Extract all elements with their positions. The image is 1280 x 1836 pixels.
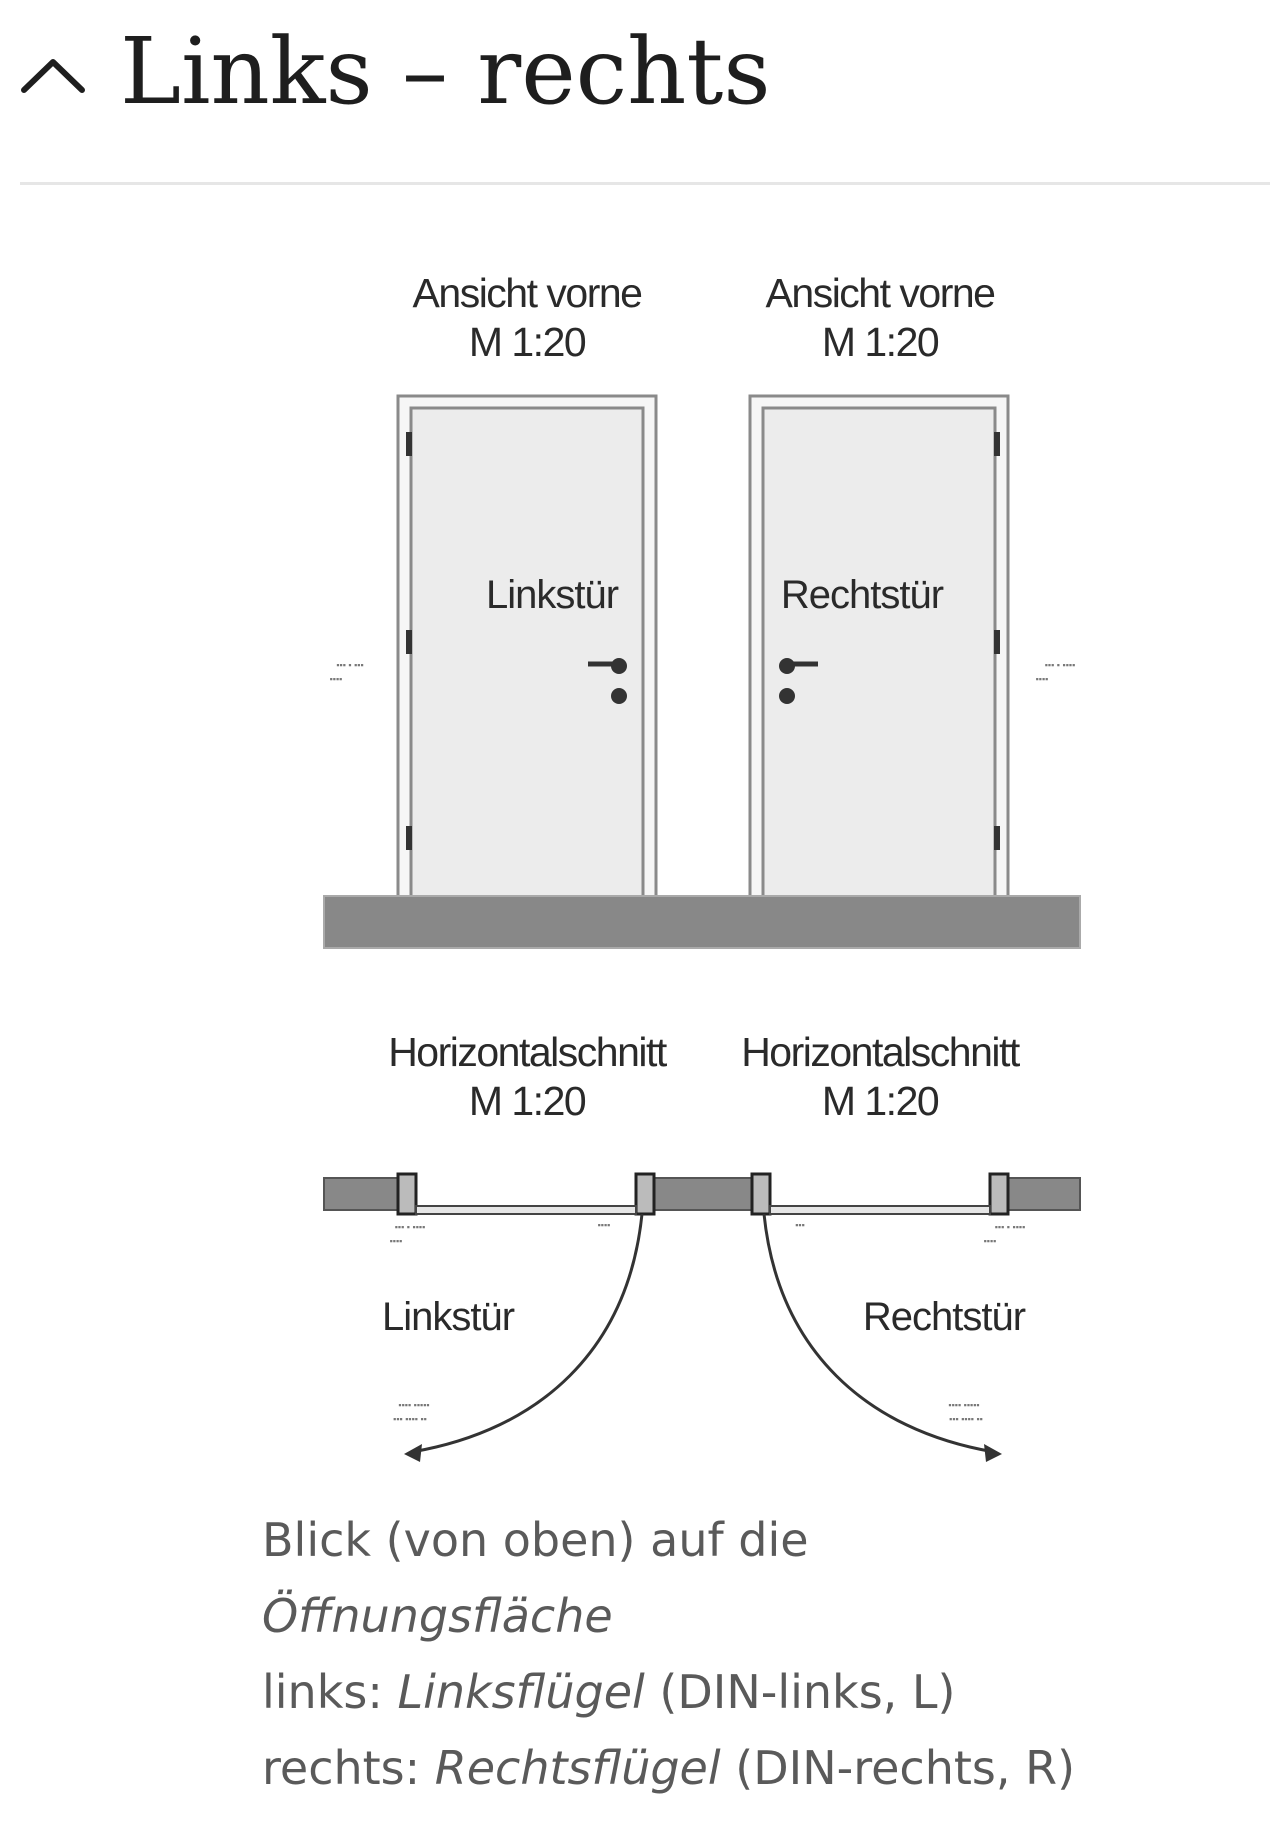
front-view-left-title: Ansicht vorne (413, 270, 642, 316)
keyhole-icon (779, 688, 795, 704)
figure-caption: Blick (von oben) auf die Öffnungsfläche … (262, 1502, 1262, 1806)
caption-left-suffix: (DIN-links, L) (644, 1665, 956, 1719)
right-door-front: Rechtstür ▪▪▪ ▪ ▪▪▪▪ ▪▪▪▪ (748, 394, 1076, 904)
caption-line-2: Öffnungsfläche (262, 1578, 1262, 1654)
arrow-left-icon (404, 1444, 422, 1462)
section-title: Links – rechts (120, 18, 771, 125)
caption-line-4: rechts: Rechtsflügel (DIN-rechts, R) (262, 1730, 1262, 1806)
caption-left-prefix: links: (262, 1665, 398, 1719)
hinge-icon (994, 826, 1000, 850)
caption-term-right-leaf: Rechtsflügel (434, 1741, 721, 1795)
section-left-title: Horizontalschnitt (388, 1029, 668, 1075)
svg-text:▪▪▪▪ ▪▪▪▪▪: ▪▪▪▪ ▪▪▪▪▪ (948, 1400, 979, 1410)
svg-text:▪▪▪ ▪ ▪▪▪: ▪▪▪ ▪ ▪▪▪ (336, 660, 363, 670)
section-header[interactable]: Links – rechts (0, 0, 1280, 184)
svg-text:▪▪▪: ▪▪▪ (795, 1220, 805, 1230)
section-right-door-label: Rechtstür (863, 1295, 1026, 1339)
left-door-front: Linkstür ▪▪▪ ▪ ▪▪▪ ▪▪▪▪ (330, 394, 658, 904)
svg-text:▪▪▪▪: ▪▪▪▪ (330, 674, 343, 684)
caption-right-prefix: rechts: (262, 1741, 435, 1795)
svg-text:▪▪▪ ▪ ▪▪▪▪: ▪▪▪ ▪ ▪▪▪▪ (995, 1222, 1026, 1232)
svg-text:▪▪▪ ▪▪▪▪ ▪▪: ▪▪▪ ▪▪▪▪ ▪▪ (393, 1414, 427, 1424)
section-divider (20, 182, 1270, 185)
caption-line-3: links: Linksflügel (DIN-links, L) (262, 1654, 1262, 1730)
hinge-icon (994, 630, 1000, 654)
caption-line-1: Blick (von oben) auf die (262, 1513, 809, 1567)
wall-section (323, 1172, 1081, 1216)
section-right-title: Horizontalschnitt (741, 1029, 1021, 1075)
caption-right-suffix: (DIN-rechts, R) (720, 1741, 1076, 1795)
svg-text:▪▪▪▪: ▪▪▪▪ (1036, 674, 1049, 684)
front-view-left-scale: M 1:20 (469, 319, 586, 365)
svg-text:▪▪▪▪: ▪▪▪▪ (390, 1236, 403, 1246)
section-right-scale: M 1:20 (822, 1078, 939, 1124)
keyhole-icon (611, 688, 627, 704)
section-left-scale: M 1:20 (469, 1078, 586, 1124)
front-view-right-scale: M 1:20 (822, 319, 939, 365)
floor (323, 895, 1081, 949)
chevron-up-icon[interactable] (18, 44, 88, 104)
svg-text:▪▪▪▪ ▪▪▪▪▪: ▪▪▪▪ ▪▪▪▪▪ (398, 1400, 429, 1410)
svg-text:▪▪▪ ▪▪▪▪ ▪▪: ▪▪▪ ▪▪▪▪ ▪▪ (949, 1414, 983, 1424)
caption-term-left-leaf: Linksflügel (397, 1665, 645, 1719)
svg-text:▪▪▪▪: ▪▪▪▪ (598, 1220, 611, 1230)
front-view-right-title: Ansicht vorne (766, 270, 995, 316)
front-left-door-label: Linkstür (486, 573, 619, 617)
hinge-icon (406, 826, 412, 850)
front-right-door-label: Rechtstür (781, 573, 944, 617)
svg-text:▪▪▪▪: ▪▪▪▪ (984, 1236, 997, 1246)
arrow-right-icon (984, 1444, 1002, 1462)
door-diagram: Ansicht vorne M 1:20 Ansicht vorne M 1:2… (0, 250, 1280, 1480)
hinge-icon (994, 432, 1000, 456)
swing-arcs (404, 1213, 1002, 1462)
hinge-icon (406, 630, 412, 654)
section-left-door-label: Linkstür (382, 1295, 515, 1339)
svg-text:▪▪▪ ▪ ▪▪▪▪: ▪▪▪ ▪ ▪▪▪▪ (395, 1222, 426, 1232)
svg-text:▪▪▪ ▪ ▪▪▪▪: ▪▪▪ ▪ ▪▪▪▪ (1045, 660, 1076, 670)
caption-term-opening-area: Öffnungsfläche (262, 1589, 613, 1643)
hinge-icon (406, 432, 412, 456)
